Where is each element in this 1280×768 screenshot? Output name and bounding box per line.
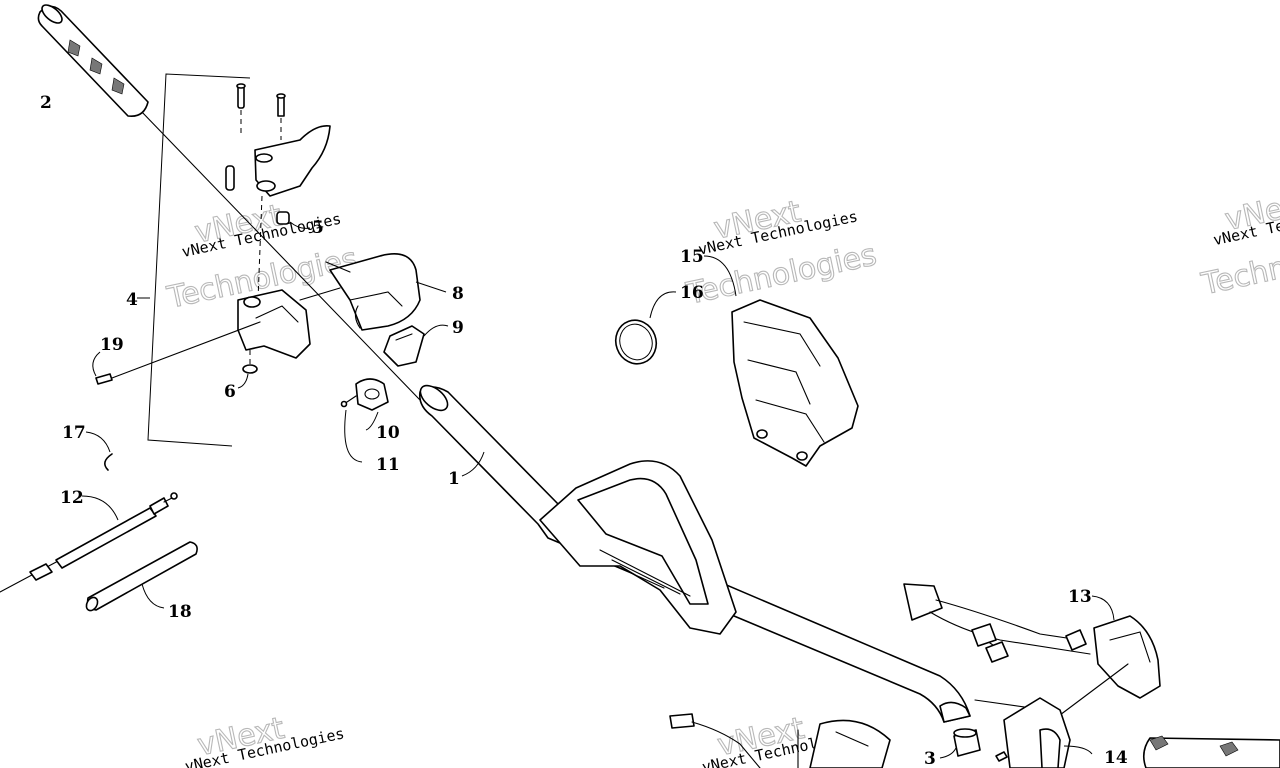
leader-3 [939,747,957,759]
leader-8 [415,281,447,293]
bottom-bracket [797,719,891,768]
callout-10: 10 [376,423,400,443]
right-grip [1142,735,1280,768]
mount-bracket-part-15 [731,299,859,467]
leader-15 [703,255,737,297]
handlebar-part-1 [418,384,971,723]
leader-18 [141,583,165,609]
watermark-bottom-left: vNext vNext Technologies [183,710,346,768]
leader-9 [423,324,449,337]
housing-cover-part-8 [325,253,421,331]
callout-19: 19 [100,335,124,355]
clip-ring-part-17 [104,453,113,471]
callout-3: 3 [924,749,936,768]
leader-6 [237,373,249,389]
callout-1: 1 [448,469,460,489]
axis-line [139,109,421,401]
callout-14: 14 [1104,748,1128,768]
leader-19 [92,351,101,377]
leader-1 [461,451,485,477]
callout-17: 17 [62,423,86,443]
callout-12: 12 [60,488,84,508]
clip-part-10 [355,378,389,411]
leader-13 [1091,595,1115,621]
washer-part-6 [242,350,258,374]
throttle-lever-hardware [225,83,331,301]
callout-15: 15 [680,247,704,267]
callout-18: 18 [168,602,192,622]
leader-14 [1063,745,1093,755]
sleeve-part-18 [85,541,198,612]
assembly-bracket [147,73,251,447]
callout-5: 5 [312,218,324,238]
callout-16: 16 [680,283,704,303]
screw-part-19 [95,321,261,385]
callout-9: 9 [452,318,464,338]
callout-4: 4 [126,290,138,310]
leader-11 [344,409,363,463]
screw-part-11 [340,395,357,408]
throttle-housing-part-4 [237,287,341,359]
leader-5 [289,221,311,229]
callout-6: 6 [224,382,236,402]
callout-13: 13 [1068,587,1092,607]
leader-10 [365,411,379,431]
watermark-top-right: vNext vNext Technologies Technologies [1197,185,1280,303]
leader-17 [85,431,111,453]
switch-part-9 [383,325,425,367]
end-cap-part-3 [953,728,981,757]
throttle-cable-part-12 [0,492,178,593]
snap-ring-part-16 [614,319,658,365]
hand-grip-part-2 [37,4,149,118]
switch-housing-part-14 [995,697,1071,768]
leader-16 [649,291,677,319]
callout-labels: 1 2 3 4 5 6 8 9 10 11 12 13 14 15 16 17 … [40,93,1128,768]
callout-2: 2 [40,93,52,113]
leader-12 [81,495,119,521]
callout-8: 8 [452,284,464,304]
bottom-connector [669,713,761,768]
callout-11: 11 [376,455,400,475]
